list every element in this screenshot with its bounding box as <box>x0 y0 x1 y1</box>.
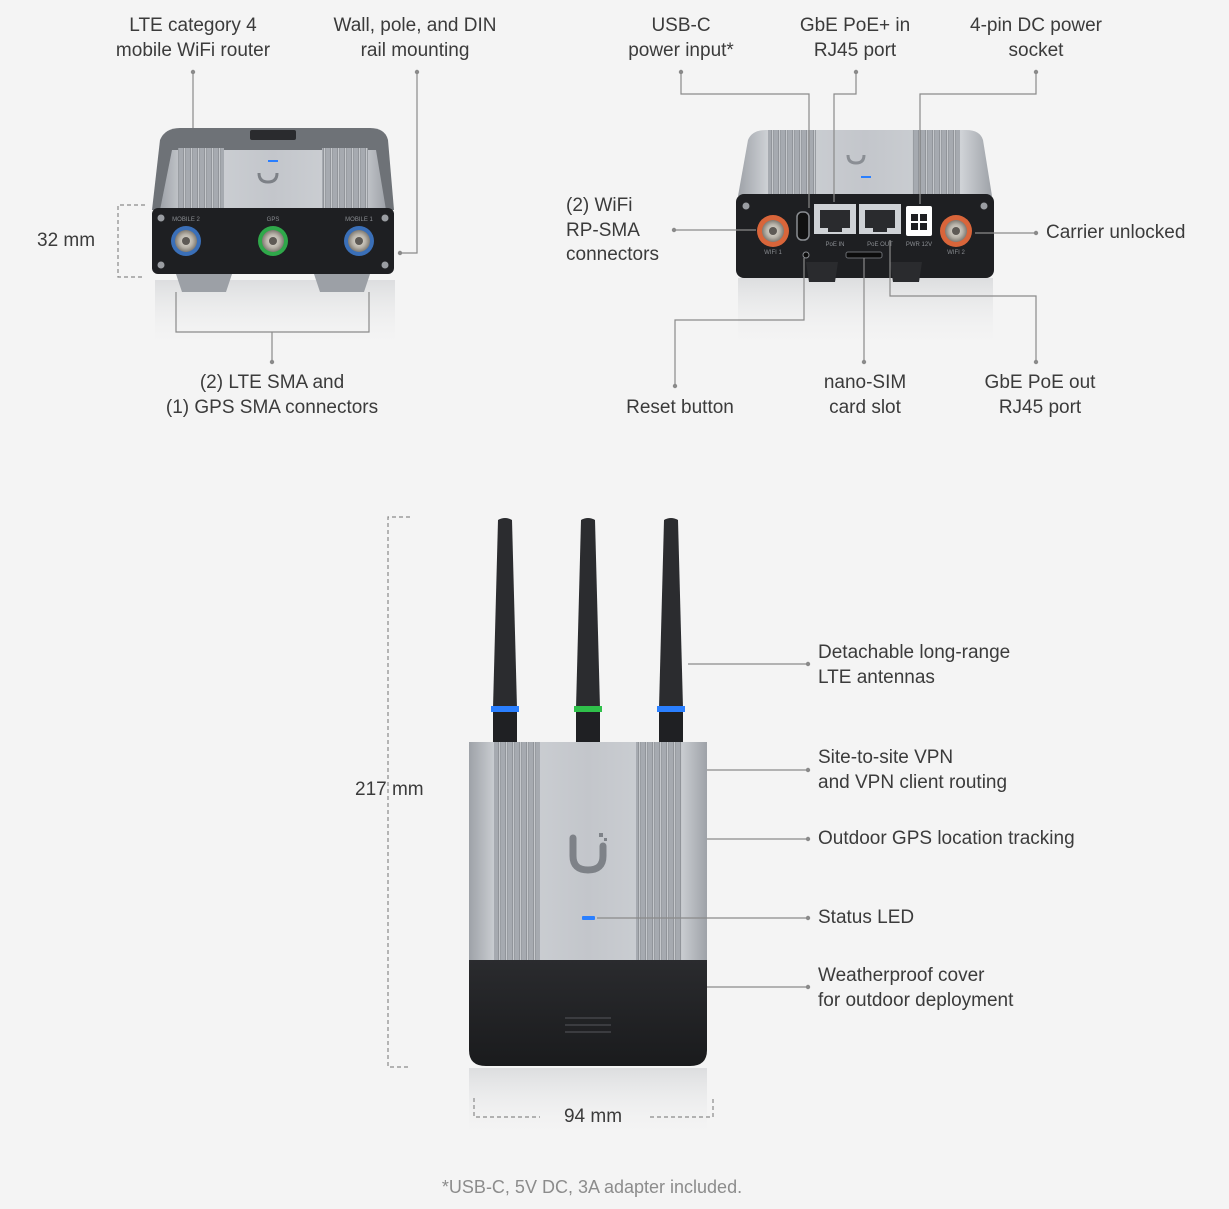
usb-c-port <box>796 211 810 241</box>
front-mount-slot <box>250 130 296 140</box>
callout-lte-router: LTE category 4 mobile WiFi router <box>115 15 271 61</box>
front-mount-clip-left <box>176 274 232 292</box>
port-label-gps: GPS <box>267 217 280 223</box>
callout-antennas: Detachable long-range LTE antennas <box>818 642 1011 688</box>
wifi-connector-2 <box>940 215 972 247</box>
rear-mount-clip-right <box>890 262 922 282</box>
rear-view-leader-dots <box>671 69 1039 389</box>
rear-fins-left <box>768 130 816 198</box>
rear-view-leaders <box>674 72 1037 386</box>
router-outdoor-view <box>469 518 707 1140</box>
port-label-mobile-2: MOBILE 2 <box>172 217 200 223</box>
sma-connector-mobile-2 <box>171 226 201 256</box>
rear-status-led <box>861 176 871 178</box>
rear-screw <box>980 202 988 210</box>
callout-usb-c: USB-C power input* <box>628 15 734 61</box>
front-status-led <box>268 160 278 162</box>
callout-poe-out: GbE PoE out RJ45 port <box>984 372 1096 418</box>
dimension-height-217mm: 217 mm <box>355 779 424 800</box>
sma-connector-mobile-1 <box>344 226 374 256</box>
router-rear-view: WIFI 1 PoE IN PoE OUT PWR 12V WIFI 2 <box>736 130 994 350</box>
dc-power-socket <box>906 206 932 236</box>
front-screw <box>157 214 165 222</box>
antenna-left <box>491 518 519 742</box>
port-label-poe-out: PoE OUT <box>867 242 893 248</box>
callout-dc-socket: 4-pin DC power socket <box>970 15 1102 61</box>
outdoor-fins-right <box>636 742 682 964</box>
port-label-pwr: PWR 12V <box>906 242 932 248</box>
weatherproof-cover <box>469 960 707 1066</box>
callout-poe-in: GbE PoE+ in RJ45 port <box>799 15 911 61</box>
router-front-view: MOBILE 2 GPS MOBILE 1 <box>152 128 395 350</box>
wifi-connector-1 <box>757 215 789 247</box>
callout-sim-slot: nano-SIM card slot <box>823 372 907 418</box>
port-label-wifi-2: WIFI 2 <box>947 250 965 256</box>
callout-status-led: Status LED <box>818 907 915 928</box>
sim-slot <box>845 251 883 259</box>
footnote: *USB-C, 5V DC, 3A adapter included. <box>441 1177 743 1197</box>
front-screw <box>157 261 165 269</box>
callout-sma-connectors: (2) LTE SMA and (1) GPS SMA connectors <box>165 372 379 418</box>
rj45-poe-in-port <box>814 204 856 234</box>
cover-grip <box>565 1017 611 1033</box>
outdoor-reflection <box>469 1068 707 1140</box>
rear-mount-clip-left <box>806 262 838 282</box>
rear-fins-right <box>912 130 960 198</box>
port-label-wifi-1: WIFI 1 <box>764 250 782 256</box>
callout-mounting: Wall, pole, and DIN rail mounting <box>333 15 497 61</box>
rj45-poe-out-port <box>859 204 901 234</box>
front-fins-right <box>322 148 368 208</box>
callout-carrier-unlocked: Carrier unlocked <box>1046 222 1186 243</box>
callout-reset-button: Reset button <box>626 397 734 418</box>
front-view-leader-dots <box>190 69 420 365</box>
outdoor-status-led <box>582 916 595 920</box>
outdoor-fins-left <box>494 742 540 964</box>
callout-gps-tracking: Outdoor GPS location tracking <box>818 828 1075 849</box>
front-logo <box>257 172 279 184</box>
callout-wifi-connectors: (2) WiFi RP-SMA connectors <box>566 195 659 265</box>
outdoor-view-leader-dots <box>805 661 811 990</box>
callout-vpn: Site-to-site VPN and VPN client routing <box>818 747 1008 793</box>
sma-connector-gps <box>258 226 288 256</box>
rear-view-reflection <box>738 278 993 350</box>
reset-button <box>802 251 810 259</box>
port-label-poe-in: PoE IN <box>825 242 844 248</box>
front-fins-left <box>178 148 224 208</box>
callout-weatherproof-cover: Weatherproof cover for outdoor deploymen… <box>818 965 1014 1011</box>
front-screw <box>381 214 389 222</box>
front-mount-clip-right <box>314 274 370 292</box>
front-screw <box>381 261 389 269</box>
outdoor-view-leaders <box>387 516 808 1118</box>
ubiquiti-logo <box>569 833 607 874</box>
port-label-mobile-1: MOBILE 1 <box>345 217 373 223</box>
rear-screw <box>742 202 750 210</box>
antenna-center <box>574 518 602 742</box>
dimension-width-94mm: 94 mm <box>563 1106 623 1127</box>
dimension-height-32mm: 32 mm <box>37 230 96 251</box>
antenna-right <box>657 518 685 742</box>
front-view-leaders <box>117 72 418 362</box>
rear-logo <box>846 154 866 165</box>
